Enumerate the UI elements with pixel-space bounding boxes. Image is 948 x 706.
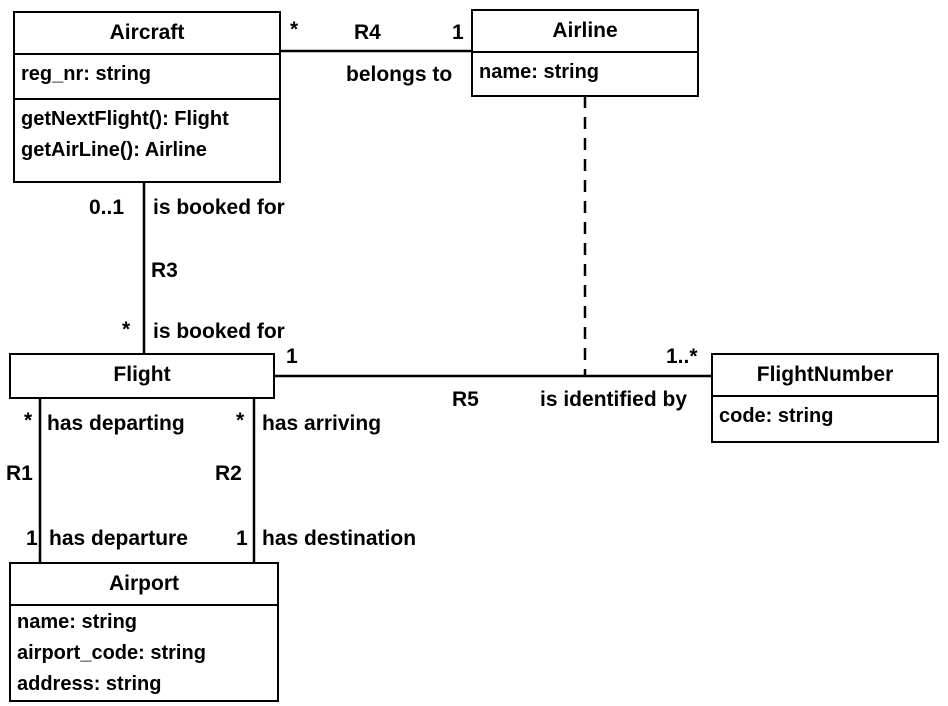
class-aircraft: Aircraft reg_nr: string getNextFlight():…	[13, 11, 281, 183]
r5-multiplicity-flightnumber: 1..*	[666, 345, 698, 368]
r4-association-name: R4	[354, 21, 381, 44]
class-airport: Airport name: string airport_code: strin…	[9, 562, 279, 702]
r3-multiplicity-flight: *	[122, 318, 131, 341]
r1-multiplicity-flight: *	[24, 409, 33, 432]
operation: getAirLine(): Airline	[21, 139, 207, 161]
class-name: Airport	[11, 564, 277, 606]
attribute: name: string	[479, 61, 600, 83]
r4-role: belongs to	[346, 63, 453, 86]
class-airline: Airline name: string	[471, 9, 699, 97]
r2-role-flight: has arriving	[262, 412, 382, 435]
attributes-section: reg_nr: string	[15, 55, 279, 100]
attributes-section: name: string airport_code: string addres…	[11, 606, 277, 704]
class-flight: Flight	[9, 353, 275, 399]
attribute: code: string	[719, 405, 834, 427]
operation: getNextFlight(): Flight	[21, 108, 229, 130]
r1-role-airport: has departure	[49, 527, 188, 550]
attribute: name: string	[17, 611, 138, 633]
class-name: FlightNumber	[713, 355, 937, 397]
r5-role: is identified by	[540, 388, 688, 411]
class-name: Flight	[113, 363, 171, 386]
r1-association-name: R1	[6, 462, 33, 485]
r3-role-flight: is booked for	[153, 320, 285, 343]
r4-multiplicity-airline: 1	[452, 21, 464, 44]
r5-multiplicity-flight: 1	[286, 345, 298, 368]
r1-role-flight: has departing	[47, 412, 185, 435]
r4-multiplicity-aircraft: *	[290, 18, 299, 41]
operations-section: getNextFlight(): Flight getAirLine(): Ai…	[15, 100, 279, 170]
class-name: Airline	[473, 11, 697, 53]
r5-association-name: R5	[452, 388, 479, 411]
r2-role-airport: has destination	[262, 527, 417, 550]
class-flightnumber: FlightNumber code: string	[711, 353, 939, 443]
attribute: airport_code: string	[17, 642, 206, 664]
r1-multiplicity-airport: 1	[26, 527, 38, 550]
r2-multiplicity-airport: 1	[236, 527, 248, 550]
r3-role-aircraft: is booked for	[153, 196, 285, 219]
r2-multiplicity-flight: *	[236, 409, 245, 432]
attributes-section: name: string	[473, 53, 697, 92]
attribute: address: string	[17, 673, 162, 695]
r3-multiplicity-aircraft: 0..1	[89, 196, 125, 219]
r2-association-name: R2	[215, 462, 242, 485]
class-name: Aircraft	[15, 13, 279, 55]
attribute: reg_nr: string	[21, 63, 152, 85]
r3-association-name: R3	[151, 259, 178, 282]
attributes-section: code: string	[713, 397, 937, 436]
